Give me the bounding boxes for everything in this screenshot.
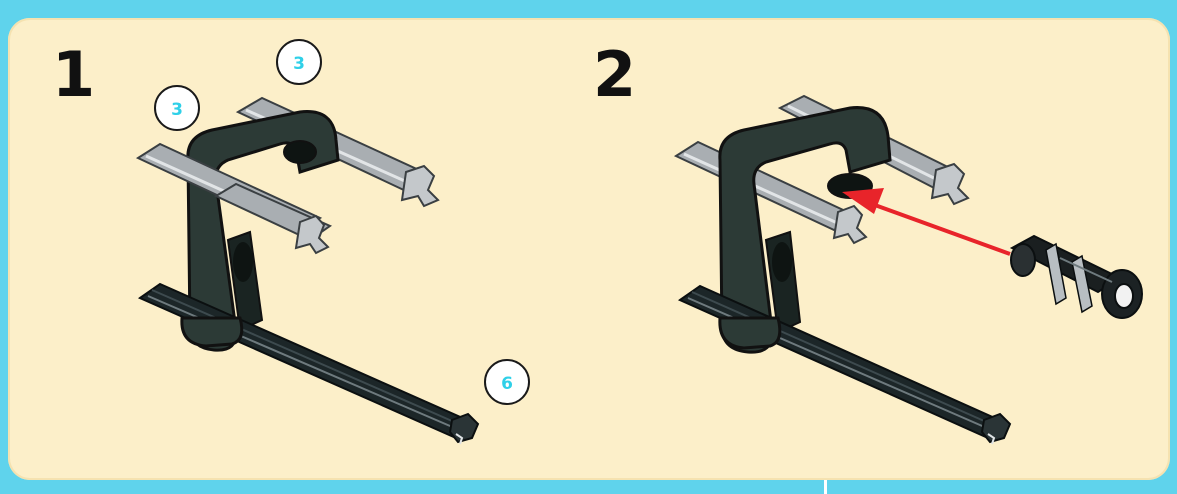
quantity-badge: 3 [277,40,321,84]
black-axle-icon [140,284,478,444]
quantity-badge-text: 3 [293,54,305,74]
step-1-assembly: 3 3 6 [138,40,529,444]
connector-strap [182,318,242,346]
black-friction-pin-icon [1011,236,1142,318]
quantity-badge: 3 [155,86,199,130]
quantity-badge-text: 3 [171,100,183,120]
step-2-assembly [676,96,1142,444]
quantity-badge-text: 6 [501,374,513,394]
bottom-divider-tick [824,480,827,494]
connector-strap [720,318,780,348]
black-axle-icon [680,286,1010,444]
quantity-badge: 6 [485,360,529,404]
